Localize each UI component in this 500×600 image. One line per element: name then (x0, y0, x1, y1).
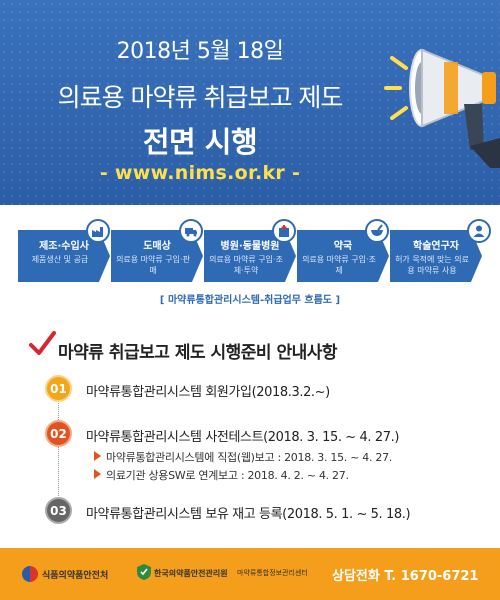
flow-step-desc: 의료용 마약류 구입·판매 (116, 255, 190, 275)
flow-step-title: 약국 (333, 241, 353, 252)
notice-item: 마약류통합관리시스템 회원가입(2018.3.2.~) (86, 385, 330, 400)
hero-url[interactable]: - www.nims.or.kr - (99, 162, 301, 184)
flow-step-desc: 허가 목적에 맞는 의료용 마약류 사용 (395, 255, 469, 275)
truck-icon (179, 219, 203, 243)
checkmark-icon (29, 331, 56, 355)
hospital-icon (272, 219, 296, 243)
flow-step-desc: 의료용 마약류 구입·조제 (302, 255, 376, 275)
mortar-icon (365, 219, 389, 243)
flow-step-title: 병원·동물병원 (220, 241, 280, 252)
hero-date: 2018년 5월 18일 (116, 39, 284, 64)
contact-phone[interactable]: 상담전화 T. 1670-6721 (332, 569, 479, 584)
flow-step-title: 도매상 (143, 241, 171, 252)
step-number: 03 (45, 497, 72, 524)
flow-step-desc: 제품생산 및 공급 (31, 255, 89, 264)
org-kids: 한국의약품안전관리원 (154, 569, 228, 578)
footer-bar (0, 548, 500, 600)
hero-subtitle: 의료용 마약류 취급보고 제도 (57, 83, 344, 112)
flow-step-desc: 의료용 마약류 구입·조제·투약 (209, 255, 283, 275)
factory-icon (86, 219, 110, 243)
notice-title: 마약류 취급보고 제도 시행준비 안내사항 (58, 343, 338, 363)
notice-item: 마약류통합관리시스템 보유 재고 등록(2018. 5. 1. ~ 5. 18.… (86, 507, 411, 522)
notice-subitem: 의료기관 상용SW로 연계보고 : 2018. 4. 2. ~ 4. 27. (106, 469, 349, 482)
triangle-bullet-icon (94, 451, 101, 461)
flow-step-researcher: 학술연구자 허가 목적에 맞는 의료용 마약류 사용 (390, 230, 482, 282)
hero-main-title: 전면 시행 (142, 125, 258, 159)
taegeuk-logo-icon (22, 566, 38, 582)
org-mfds: 식품의약품안전처 (42, 571, 109, 581)
triangle-bullet-icon (94, 469, 101, 479)
timeline-line (58, 388, 59, 512)
hero-banner: 2018년 5월 18일 의료용 마약류 취급보고 제도 전면 시행 - www… (0, 0, 500, 205)
flow-step-title: 제조·수입사 (39, 241, 89, 252)
researcher-icon (467, 219, 491, 243)
megaphone-icon (384, 48, 500, 168)
notice-subitem: 마약류통합관리시스템에 직접(웹)보고 : 2018. 3. 15. ~ 4. … (106, 451, 392, 464)
step-number: 01 (45, 375, 72, 402)
step-number: 02 (45, 420, 72, 447)
notice-item: 마약류통합관리시스템 사전테스트(2018. 3. 15. ~ 4. 27.) (86, 430, 400, 445)
flow-caption: [ 마약류통합관리시스템-취급업무 흐름도 ] (159, 295, 341, 306)
shield-logo-icon (137, 564, 151, 580)
flow-step-title: 학술연구자 (413, 241, 459, 252)
flow-step-hospital: 병원·동물병원 의료용 마약류 구입·조제·투약 (204, 230, 296, 282)
org-nims-center: 마약류통합정보관리센터 (237, 569, 308, 577)
